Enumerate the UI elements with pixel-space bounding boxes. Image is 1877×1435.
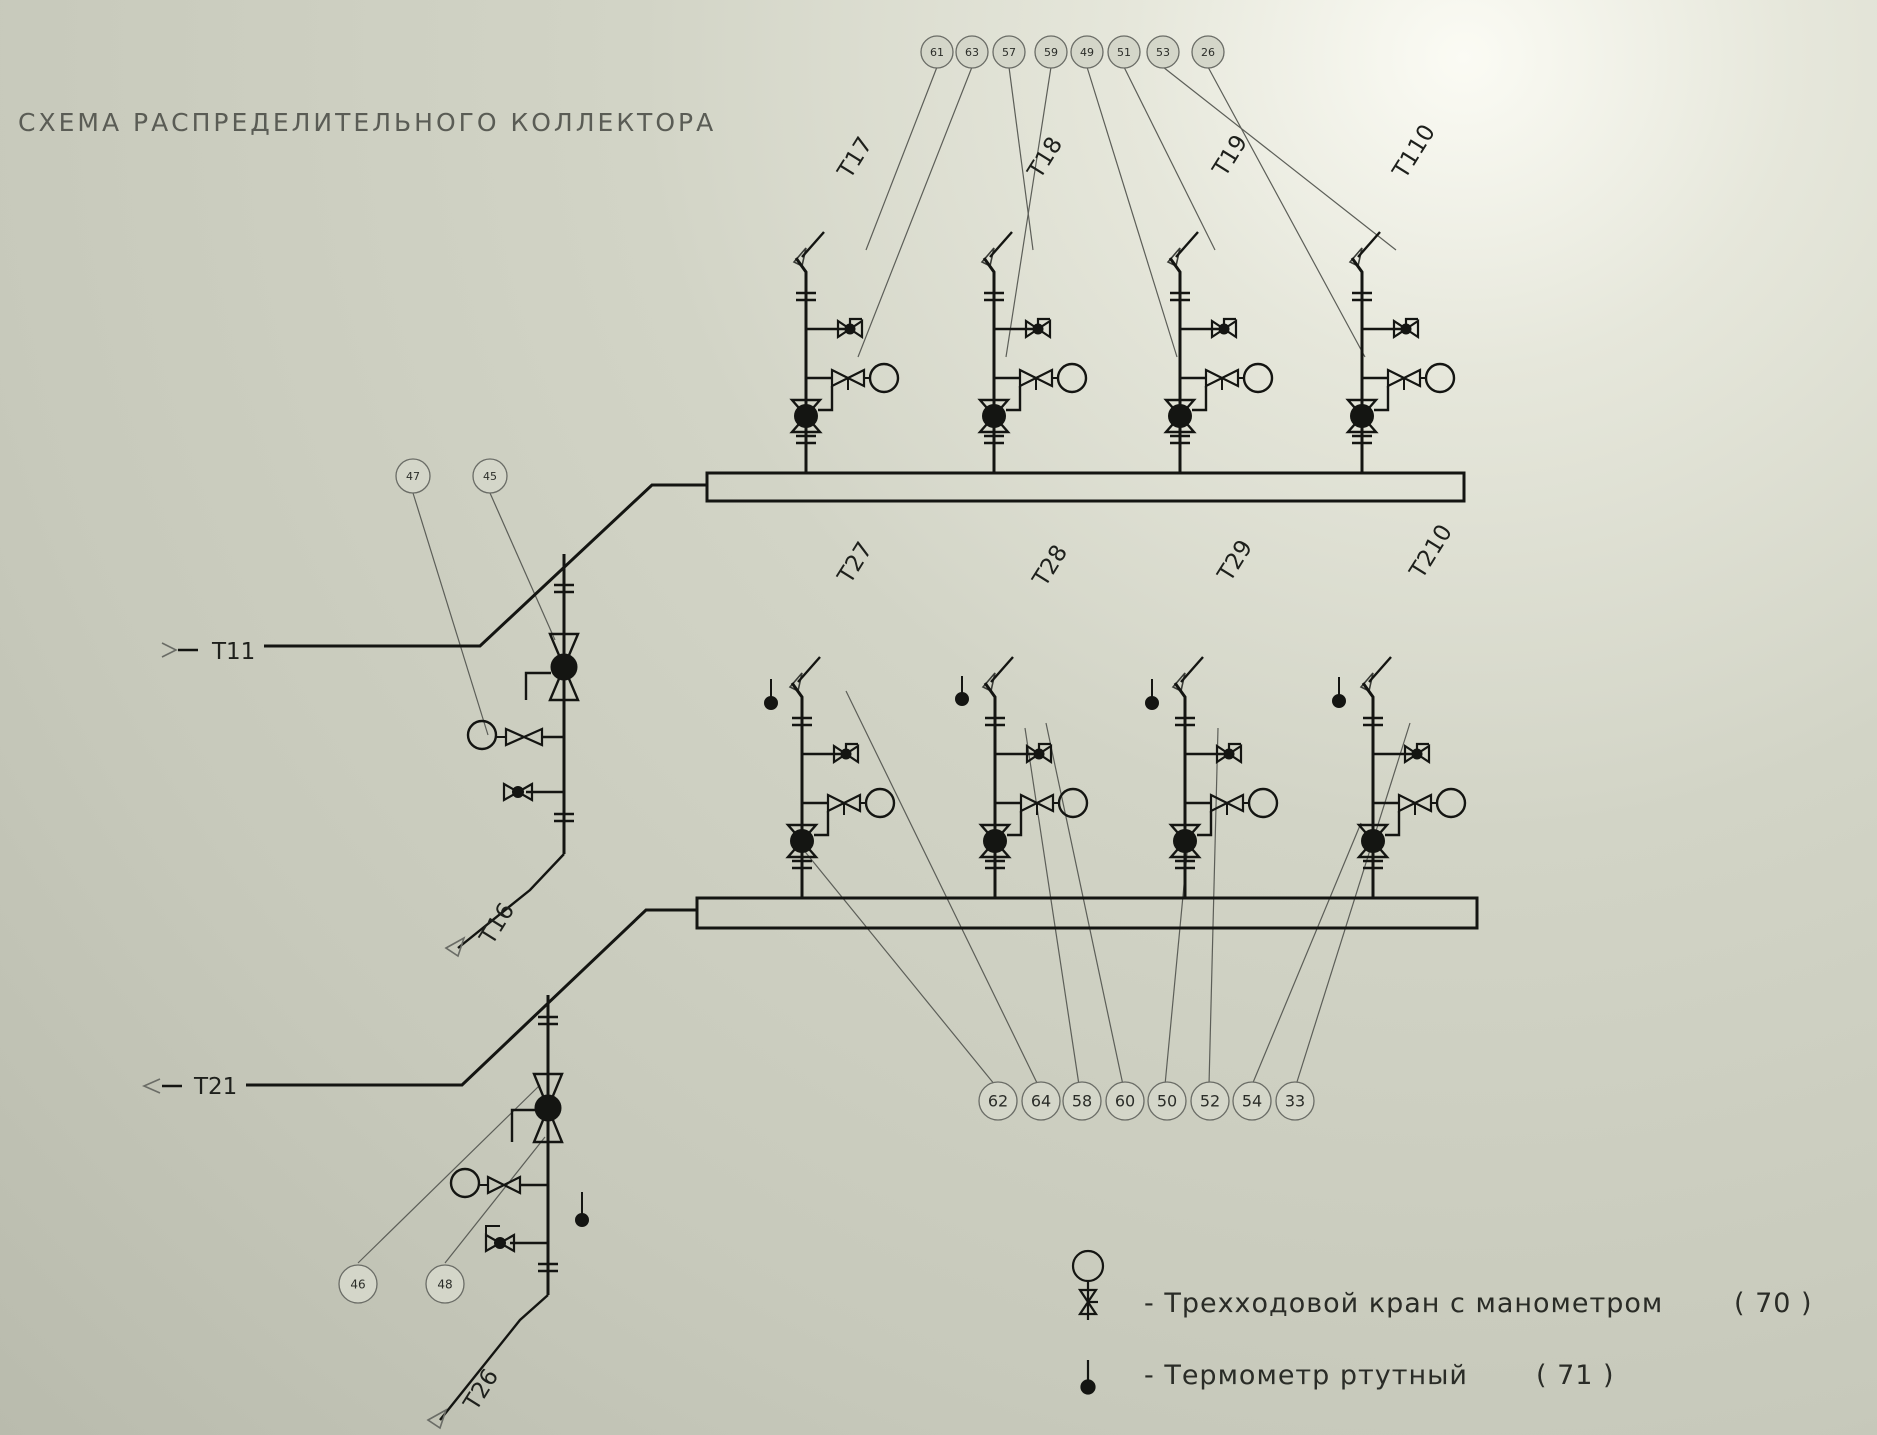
branch-t19 bbox=[1164, 230, 1274, 474]
legend-valve-ref: ( 70 ) bbox=[1734, 1288, 1813, 1319]
callout-circle bbox=[1107, 35, 1141, 69]
branch-t17 bbox=[790, 230, 900, 474]
callout-circle bbox=[1190, 1081, 1230, 1121]
callout-number: 57 bbox=[1002, 46, 1016, 59]
legend: - Трехходовой кран с манометром ( 70 ) -… bbox=[1071, 1249, 1813, 1395]
branch-t27 bbox=[786, 655, 896, 899]
callout-circle bbox=[1034, 35, 1068, 69]
callout-circle bbox=[395, 458, 431, 494]
diagram-title: СХЕМА РАСПРЕДЕЛИТЕЛЬНОГО КОЛЛЕКТОРА bbox=[18, 108, 716, 137]
legend-valve-text: - Трехходовой кран с манометром bbox=[1144, 1288, 1663, 1319]
thermometer-icon bbox=[575, 1192, 589, 1227]
callout-circle bbox=[425, 1264, 465, 1304]
callout-circle bbox=[1191, 35, 1225, 69]
callout-circle bbox=[978, 1081, 1018, 1121]
callout-number: 51 bbox=[1117, 46, 1131, 59]
callout-number: 46 bbox=[350, 1278, 365, 1292]
branch-t210 bbox=[1357, 655, 1467, 899]
callout-number: 58 bbox=[1072, 1092, 1092, 1111]
callout-circle bbox=[1062, 1081, 1102, 1121]
callout-number: 64 bbox=[1031, 1092, 1051, 1111]
callout-circle bbox=[1070, 35, 1104, 69]
callout-circle bbox=[1275, 1081, 1315, 1121]
label-t16: T16 bbox=[475, 899, 521, 950]
callout-number: 50 bbox=[1157, 1092, 1177, 1111]
callout-number: 61 bbox=[930, 46, 944, 59]
callout-number: 52 bbox=[1200, 1092, 1220, 1111]
callout-number: 54 bbox=[1242, 1092, 1262, 1111]
callout-circle bbox=[1232, 1081, 1272, 1121]
callout-number: 48 bbox=[437, 1278, 452, 1292]
callout-number: 47 bbox=[406, 470, 420, 483]
branch-t18 bbox=[978, 230, 1088, 474]
inlet-t21-assembly bbox=[142, 908, 697, 1430]
label-t18: T18 bbox=[1023, 133, 1069, 184]
thermometer-icon bbox=[1080, 1360, 1096, 1395]
branch-t28 bbox=[979, 655, 1089, 899]
callout-number: 33 bbox=[1285, 1092, 1305, 1111]
legend-thermometer-ref: ( 71 ) bbox=[1536, 1360, 1615, 1391]
callout-circle bbox=[338, 1264, 378, 1304]
callout-bubbles: 61 63 57 59 49 51 53 26 62 64 58 60 50 52 54 33 47 45 46 48 bbox=[338, 35, 1315, 1304]
callout-circle bbox=[1147, 1081, 1187, 1121]
legend-thermometer-text: - Термометр ртутный bbox=[1144, 1360, 1468, 1391]
label-t21: T21 bbox=[193, 1074, 237, 1100]
inlet-t11-assembly bbox=[161, 483, 707, 958]
callout-number: 60 bbox=[1115, 1092, 1135, 1111]
label-t28: T28 bbox=[1028, 541, 1074, 592]
upper-collector-header bbox=[705, 471, 1466, 503]
label-t110: T110 bbox=[1388, 120, 1441, 184]
thermometer-icon bbox=[764, 676, 1346, 710]
callout-circle bbox=[920, 35, 954, 69]
three-way-valve-icon bbox=[1071, 1249, 1105, 1320]
callout-number: 59 bbox=[1044, 46, 1058, 59]
callout-number: 26 bbox=[1201, 46, 1215, 59]
callout-circle bbox=[992, 35, 1026, 69]
callout-number: 45 bbox=[483, 470, 497, 483]
label-t29: T29 bbox=[1213, 536, 1259, 587]
callout-number: 49 bbox=[1080, 46, 1094, 59]
branch-t29 bbox=[1169, 655, 1279, 899]
lower-collector-header bbox=[695, 896, 1479, 930]
leader-lines bbox=[357, 66, 1411, 1264]
callout-circle bbox=[955, 35, 989, 69]
label-t17: T17 bbox=[833, 133, 879, 184]
label-t11: T11 bbox=[211, 639, 255, 665]
callout-circle bbox=[1105, 1081, 1145, 1121]
branch-t110 bbox=[1346, 230, 1456, 474]
callout-circle bbox=[1146, 35, 1180, 69]
label-t210: T210 bbox=[1405, 520, 1458, 584]
callout-number: 62 bbox=[988, 1092, 1008, 1111]
callout-circle bbox=[472, 458, 508, 494]
label-t27: T27 bbox=[833, 538, 879, 589]
callout-number: 53 bbox=[1156, 46, 1170, 59]
callout-circle bbox=[1021, 1081, 1061, 1121]
callout-number: 63 bbox=[965, 46, 979, 59]
label-t26: T26 bbox=[459, 1365, 505, 1416]
